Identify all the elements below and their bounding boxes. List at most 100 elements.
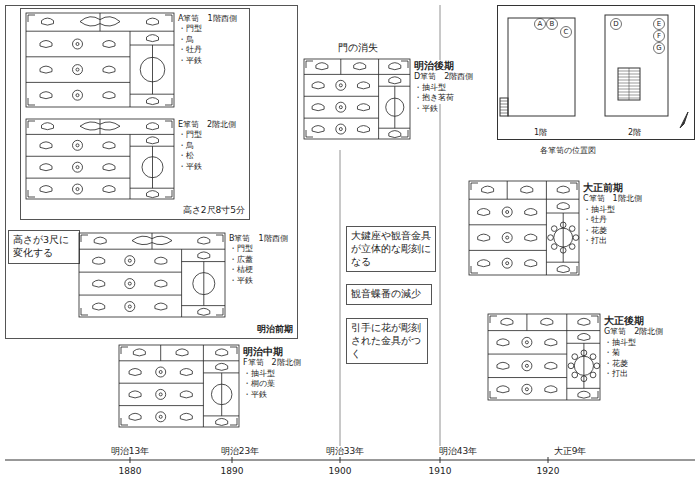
iron-corner [570, 266, 577, 273]
chest-figure: E箪笥 2階北側・門型・鳥・松・平鉄 [25, 118, 239, 200]
chest-body [79, 233, 225, 317]
note-text: 観音蝶番の減少 [351, 288, 427, 301]
period-heading: 明治後期 [414, 60, 454, 72]
location-letter: E [657, 21, 661, 28]
drawer-line [507, 181, 508, 199]
lock-plate [125, 279, 135, 289]
chest-text: ・平鉄 [414, 104, 438, 114]
drawer-line [26, 56, 130, 57]
step-line [500, 104, 508, 105]
drawer-line [304, 118, 379, 119]
location-map: 1階2階各箪笥の位置図 [497, 5, 695, 140]
drawer-line [488, 354, 567, 355]
iron-corner [230, 347, 237, 354]
handle-fitting [133, 349, 145, 356]
floor-plan [605, 15, 668, 116]
handle-fitting [478, 209, 490, 216]
handle-fitting [312, 126, 324, 133]
drawer-line [378, 74, 379, 139]
handle-fitting [497, 386, 509, 393]
handle-fitting [198, 252, 210, 259]
handle-fitting [545, 339, 557, 346]
handle-fitting [155, 257, 167, 264]
door-fitting [554, 228, 573, 247]
chest-text: B箪笥 1階西側 [229, 234, 288, 244]
drawer-line [181, 249, 182, 317]
handle-fitting [147, 123, 159, 130]
note-box: 大鍵座や観音金具が立体的な彫刻になる [346, 226, 436, 272]
axis-label: 明治43年 [437, 446, 479, 457]
drawer-line [546, 213, 579, 214]
handle-fitting [103, 41, 115, 48]
handle-fitting [129, 413, 141, 420]
chest-text: ・松 [178, 151, 194, 161]
chest-text: G箪笥 2階北側 [604, 327, 663, 337]
chest-figure: 明治後期D箪笥 2階西側・抽斗型・抱き茗荷・平鉄 [303, 58, 476, 140]
chest-figure: 大正後期G箪笥 2階北側・抽斗型・菊・花菱・打出 [487, 313, 666, 401]
drawer-line [469, 224, 546, 225]
handle-fitting [155, 280, 167, 287]
axis-label: 明治33年 [324, 446, 366, 457]
handle-fitting [40, 164, 52, 171]
drawer-line [130, 146, 174, 147]
iron-corner [28, 98, 35, 105]
location-mark [547, 19, 558, 30]
drawer-line [79, 272, 182, 273]
axis-tick [440, 457, 441, 463]
chest-text: ・抽斗型 [414, 83, 446, 93]
iron-corner [401, 130, 408, 137]
drawer-line [119, 405, 203, 406]
step-line [500, 110, 508, 111]
chest-text: ・花菱 [604, 359, 628, 369]
chest-figure: 大正前期C箪笥 1階北側・抽斗型・牡丹・花菱・打出 [468, 180, 644, 276]
note-text: 大鍵座や観音金具が立体的な彫刻になる [351, 230, 431, 268]
door-line [152, 45, 153, 94]
handle-fitting [525, 234, 537, 241]
iron-corner [121, 418, 128, 425]
lock-plate [73, 140, 83, 150]
iron-corner [570, 183, 577, 190]
location-letter: C [564, 29, 569, 36]
handle-fitting [147, 191, 159, 198]
chest-drawing [487, 313, 601, 401]
location-letter: D [613, 21, 618, 28]
drawer-line [26, 82, 130, 83]
iron-corner [81, 308, 88, 315]
chest-text: ・花菱 [583, 226, 607, 236]
iron-corner [165, 190, 172, 197]
handle-fitting [557, 266, 569, 273]
handle-fitting [40, 142, 52, 149]
drawer-line [546, 181, 547, 199]
chest-text: ・抱き茗荷 [414, 93, 454, 103]
handle-fitting [578, 391, 590, 398]
note-text: 高さが3尺に変化する [13, 234, 75, 260]
location-mark [654, 19, 665, 30]
chest-body [304, 59, 410, 139]
handle-fitting [497, 339, 509, 346]
time-axis [5, 460, 695, 461]
location-letter: B [550, 21, 555, 28]
handle-fitting [147, 98, 159, 105]
change-note: 門の消失 [336, 42, 380, 54]
chest-drawing [78, 232, 226, 318]
handle-fitting [176, 349, 188, 356]
handle-fitting [103, 142, 115, 149]
handle-fitting [578, 333, 590, 340]
iron-corner [306, 130, 313, 137]
chest-text: ・打出 [583, 236, 607, 246]
chest-text: ・門型 [229, 244, 253, 254]
step-line [500, 113, 508, 114]
chest-drawing [25, 118, 175, 200]
axis-tick [340, 457, 341, 463]
door-line [221, 373, 222, 416]
iron-corner [216, 235, 223, 242]
axis-label: 1920 [535, 466, 562, 477]
chest-text: ・牡丹 [178, 45, 202, 55]
drawer-line [488, 330, 600, 331]
door-fitting [193, 273, 215, 295]
period-heading: 大正後期 [604, 315, 644, 327]
drawer-line [567, 388, 600, 389]
iron-corner [591, 391, 598, 398]
drawer-line [79, 295, 182, 296]
drawer-line [130, 188, 174, 189]
